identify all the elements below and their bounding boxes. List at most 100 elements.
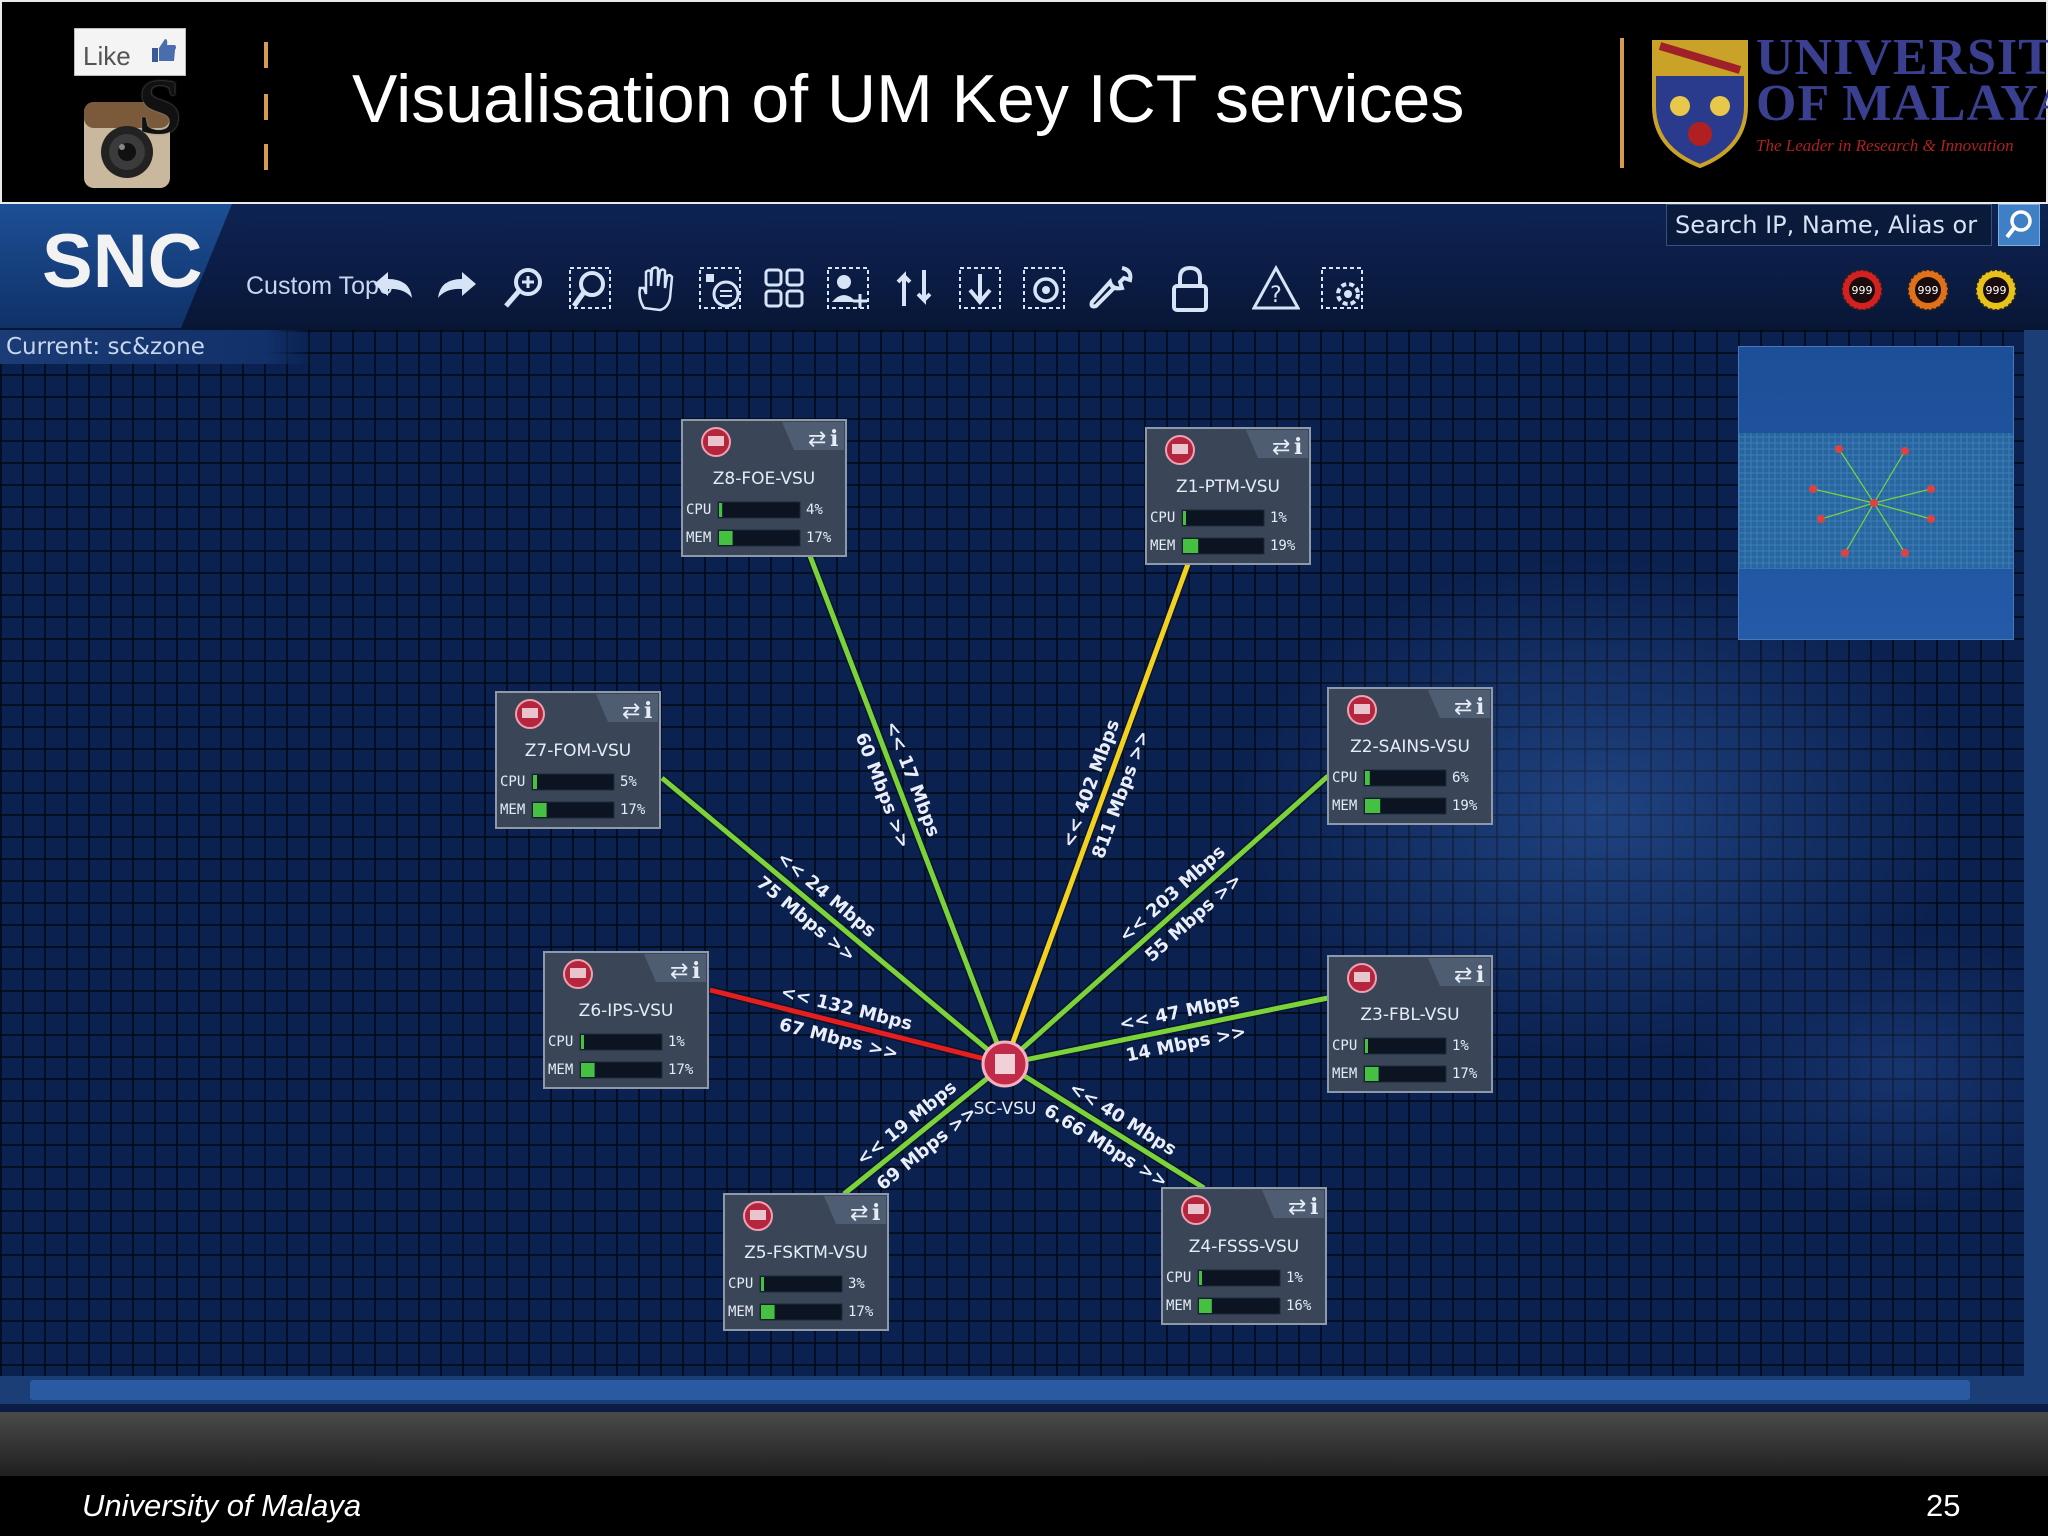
refresh-icon[interactable]: ⇄ <box>1454 963 1472 988</box>
node-tab <box>596 694 658 722</box>
node-name: Z6-IPS-VSU <box>579 1001 674 1021</box>
mem-bar-fill <box>719 531 733 545</box>
refresh-icon[interactable]: ⇄ <box>670 959 688 984</box>
zoom-area-icon[interactable] <box>566 264 614 312</box>
mem-value: 17% <box>620 802 646 818</box>
search-input[interactable] <box>1667 205 1991 245</box>
mem-label: MEM <box>728 1304 753 1320</box>
hub-name: SC-VSU <box>974 1099 1037 1119</box>
add-device-icon[interactable] <box>824 264 872 312</box>
network-link[interactable] <box>709 987 1006 1067</box>
cpu-value: 4% <box>806 502 823 518</box>
alarm-badge-icon[interactable]: 999 <box>1840 268 1884 312</box>
info-icon[interactable]: i <box>692 958 700 984</box>
info-icon[interactable]: i <box>1476 962 1484 988</box>
search-button[interactable] <box>1998 204 2040 246</box>
info-icon[interactable]: i <box>1310 1194 1318 1220</box>
network-link[interactable] <box>660 776 1007 1066</box>
refresh-icon[interactable]: ⇄ <box>1272 435 1290 460</box>
header-divider <box>1620 38 1624 168</box>
mem-value: 19% <box>1452 798 1478 814</box>
refresh-icon[interactable]: ⇄ <box>1288 1195 1306 1220</box>
info-icon[interactable]: i <box>1476 694 1484 720</box>
slide-title: Visualisation of UM Key ICT services <box>352 61 1465 137</box>
search-map-icon[interactable] <box>1020 264 1068 312</box>
slide-footer: University of Malaya 25 <box>0 1476 2048 1536</box>
refresh-icon[interactable]: ⇄ <box>850 1201 868 1226</box>
facebook-like-button[interactable]: Like <box>74 28 186 76</box>
node-name: Z5-FSKTM-VSU <box>744 1243 868 1263</box>
switch-device-detail <box>1354 972 1370 982</box>
layout-list-icon[interactable] <box>696 264 744 312</box>
mem-bar-fill <box>533 803 547 817</box>
pan-hand-icon[interactable] <box>632 264 680 312</box>
node-name: Z7-FOM-VSU <box>525 741 631 761</box>
alarm-badge-icon[interactable]: 999 <box>1906 268 1950 312</box>
node-tab <box>1246 430 1308 458</box>
grid-layout-icon[interactable] <box>760 264 808 312</box>
export-icon[interactable] <box>956 264 1004 312</box>
info-icon[interactable]: i <box>872 1200 880 1226</box>
lock-icon[interactable] <box>1166 264 1214 312</box>
network-link[interactable] <box>842 1062 1007 1196</box>
alert-icon[interactable]: ? <box>1252 264 1300 312</box>
network-link[interactable] <box>1003 1061 1206 1191</box>
slide-gradient-band <box>0 1412 2048 1476</box>
refresh-icon[interactable]: ⇄ <box>622 699 640 724</box>
like-label: Like <box>83 41 131 71</box>
hub-node[interactable]: SC-VSU <box>974 1040 1037 1119</box>
horizontal-scrollbar[interactable] <box>0 1376 2048 1404</box>
node-tab <box>644 954 706 982</box>
refresh-icon[interactable]: ⇄ <box>1454 695 1472 720</box>
vertical-scrollbar[interactable] <box>2024 330 2048 1376</box>
zoom-in-icon[interactable] <box>500 264 548 312</box>
cpu-bar-track <box>1181 509 1265 527</box>
network-link[interactable] <box>1003 774 1330 1066</box>
mem-label: MEM <box>500 802 525 818</box>
wrench-icon[interactable] <box>1086 264 1134 312</box>
info-icon[interactable]: i <box>830 426 838 452</box>
view-settings-icon[interactable] <box>1318 264 1366 312</box>
instagram-camera-icon[interactable] <box>82 100 172 190</box>
refresh-icon[interactable]: ⇄ <box>808 427 826 452</box>
network-link[interactable] <box>807 555 1008 1065</box>
cpu-value: 5% <box>620 774 637 790</box>
node-tab <box>824 1196 886 1224</box>
cpu-bar-track <box>579 1033 663 1051</box>
mem-label: MEM <box>1166 1298 1191 1314</box>
cpu-bar-track <box>717 501 801 519</box>
cpu-label: CPU <box>1150 510 1175 526</box>
mem-bar-track <box>1197 1297 1281 1315</box>
forward-arrow-icon[interactable] <box>432 264 480 312</box>
info-icon[interactable]: i <box>644 698 652 724</box>
network-link[interactable] <box>1002 563 1191 1065</box>
search-field[interactable] <box>1666 204 1992 246</box>
info-icon[interactable]: i <box>1294 434 1302 460</box>
back-arrow-icon[interactable] <box>370 264 418 312</box>
cpu-bar-fill <box>1365 1039 1368 1053</box>
network-link[interactable] <box>1004 995 1329 1067</box>
thumbs-up-icon <box>152 39 176 62</box>
horizontal-scroll-thumb[interactable] <box>30 1380 1970 1400</box>
minimap[interactable] <box>1738 346 2014 640</box>
view-selector[interactable]: Custom Topo <box>246 272 393 300</box>
alarm-count: 999 <box>1918 284 1939 297</box>
node-name: Z1-PTM-VSU <box>1176 477 1280 497</box>
divider-segment <box>264 42 268 68</box>
mem-value: 17% <box>806 530 832 546</box>
mem-bar-track <box>531 801 615 819</box>
mem-label: MEM <box>1332 1066 1357 1082</box>
refresh-sync-icon[interactable] <box>890 264 938 312</box>
alarm-badge-icon[interactable]: 999 <box>1974 268 2018 312</box>
cpu-bar-track <box>1197 1269 1281 1287</box>
